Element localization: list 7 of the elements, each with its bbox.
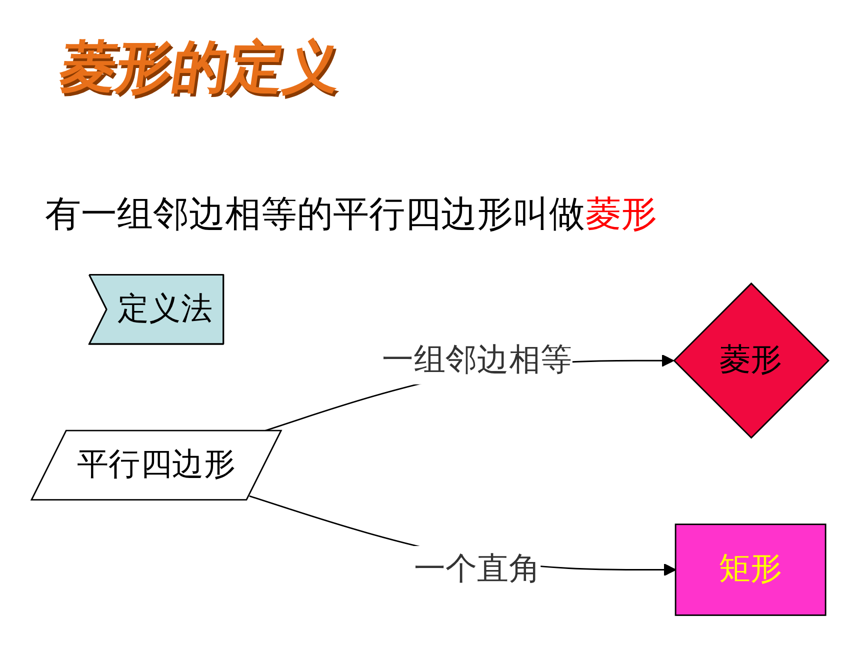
node-box: 矩形 [674, 524, 826, 616]
edge-label: 一组邻边相等 [382, 342, 572, 379]
definition-text: 有一组邻边相等的平行四边形叫做 [45, 194, 585, 235]
title: 菱形的定义 [54, 34, 346, 102]
highlighted-term: 菱形 [585, 194, 657, 235]
node-diamond: 菱形 [673, 282, 830, 439]
edge-label: 一个直角 [414, 552, 541, 588]
